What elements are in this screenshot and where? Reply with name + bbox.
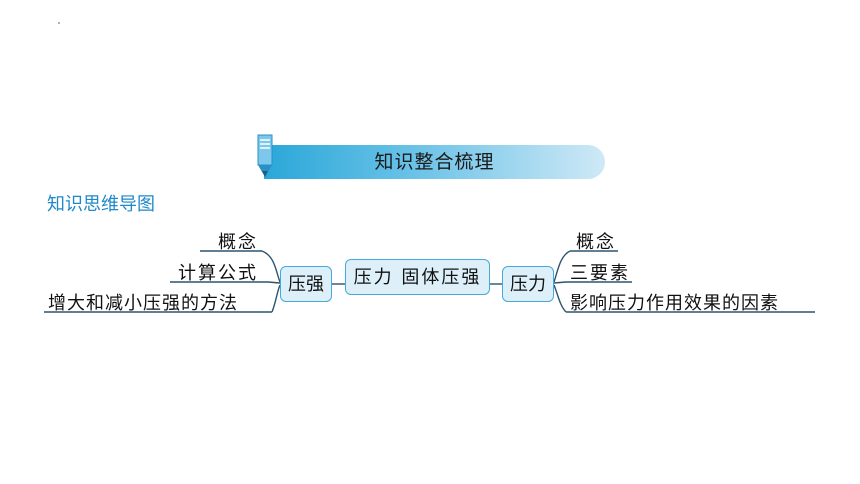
right-branch-concept: 概念 (576, 232, 616, 253)
right-branch-elements: 三要素 (570, 263, 630, 284)
slide-dot (58, 22, 60, 24)
center-node: 压力 固体压强 (345, 259, 490, 295)
left-branch-concept: 概念 (218, 232, 258, 253)
left-node-pressure: 压强 (280, 266, 332, 302)
right-node-force: 压力 (502, 266, 554, 302)
right-branch-factors: 影响压力作用效果的因素 (570, 293, 779, 314)
left-branch-formula: 计算公式 (178, 263, 258, 284)
mindmap-subtitle: 知识思维导图 (47, 194, 155, 215)
pencil-book-icon (257, 134, 273, 177)
section-banner: 知识整合梳理 (250, 134, 605, 181)
banner-title: 知识整合梳理 (374, 151, 495, 173)
banner-bar (264, 145, 605, 179)
left-branch-methods: 增大和减小压强的方法 (48, 293, 238, 314)
